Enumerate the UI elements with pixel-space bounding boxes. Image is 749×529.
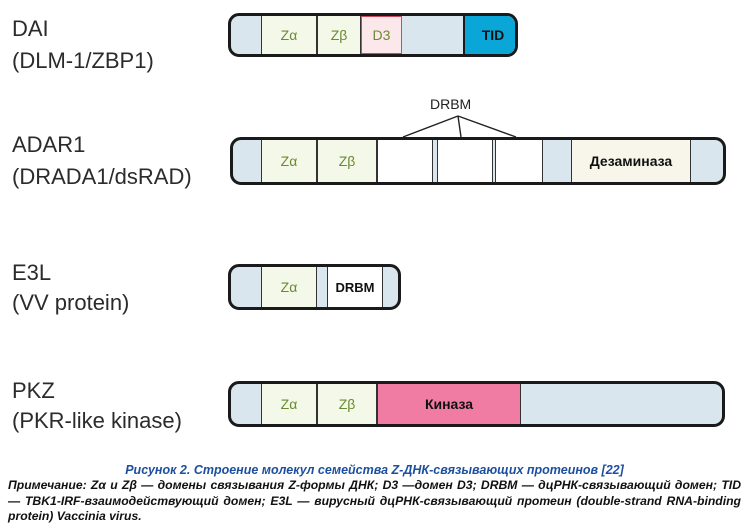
caption-title: Рисунок 2. Строение молекул семейства Z-… — [125, 463, 624, 477]
domain-drbm: DRBM — [327, 267, 383, 307]
domain-tid: TID — [463, 16, 515, 54]
protein-bar-dai: Zα Zβ D3 TID — [228, 13, 518, 57]
drbm-connector-lines — [402, 115, 517, 138]
domain-d3: D3 — [361, 16, 402, 54]
domain-z-beta: Zβ — [317, 384, 377, 424]
domain-drbm-1 — [377, 140, 433, 182]
protein-name-e3l: E3L — [12, 260, 52, 285]
domain-drbm-3 — [495, 140, 543, 182]
drbm-group-label: DRBM — [430, 96, 472, 112]
domain-kinase: Киназа — [377, 384, 521, 424]
domain-deaminase: Дезаминаза — [571, 140, 691, 182]
domain-z-beta: Zβ — [317, 140, 377, 182]
protein-name-dai: DAI — [12, 16, 49, 41]
domain-z-alpha: Zα — [261, 140, 317, 182]
protein-alias-dai: (DLM-1/ZBP1) — [12, 48, 154, 73]
caption-note: Примечание: Zα и Zβ — домены связывания … — [8, 478, 741, 523]
protein-name-pkz: PKZ — [12, 378, 55, 403]
domain-z-beta: Zβ — [317, 16, 361, 54]
domain-drbm-2 — [437, 140, 493, 182]
protein-alias-e3l: (VV protein) — [12, 290, 130, 315]
domain-z-alpha: Zα — [261, 384, 317, 424]
protein-alias-adar1: (DRADA1/dsRAD) — [12, 164, 192, 189]
protein-bar-pkz: Zα Zβ Киназа — [228, 381, 725, 427]
figure-caption: Рисунок 2. Строение молекул семейства Z-… — [0, 462, 749, 525]
protein-name-adar1: ADAR1 — [12, 132, 86, 157]
domain-z-alpha: Zα — [261, 267, 317, 307]
protein-domain-diagram: DAI (DLM-1/ZBP1) Zα Zβ D3 TID ADAR1 (DRA… — [12, 13, 726, 433]
protein-bar-e3l: Zα DRBM — [228, 264, 401, 310]
domain-z-alpha: Zα — [261, 16, 317, 54]
protein-alias-pkz: (PKR-like kinase) — [12, 408, 182, 433]
protein-bar-adar1: Zα Zβ Дезаминаза — [230, 137, 726, 185]
